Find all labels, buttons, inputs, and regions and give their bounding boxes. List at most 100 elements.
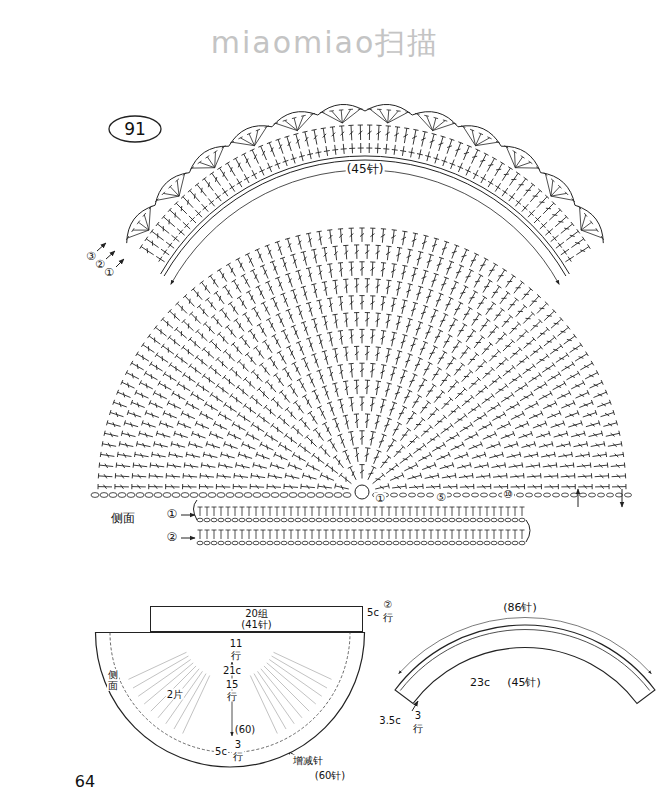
chain-stitch: [267, 541, 273, 545]
stitch-symbol: [206, 441, 220, 448]
stitch-symbol: [513, 530, 518, 539]
stitch-symbol: [104, 431, 118, 437]
stitch-symbol: [481, 174, 486, 183]
stitch-symbol: [288, 462, 302, 469]
stitch-symbol: [487, 157, 497, 171]
chain-stitch: [365, 518, 371, 522]
chain-stitch: [163, 493, 171, 498]
stitch-symbol: [200, 411, 214, 419]
chart-label: ①: [103, 267, 115, 279]
stitch-symbol: [480, 258, 489, 272]
stitch-symbol: [113, 400, 127, 407]
stitch-symbol: [195, 210, 202, 217]
stitch-symbol: [457, 507, 462, 516]
hatch-line: [133, 656, 188, 688]
chart-label: 64: [74, 773, 96, 791]
stitch-symbol: [293, 133, 299, 148]
stitch-symbol: [558, 452, 572, 458]
stitch-symbol: [221, 452, 235, 459]
stitch-symbol: [597, 400, 611, 407]
stitch-symbol: [303, 530, 308, 539]
stitch-symbol: [436, 530, 441, 539]
hatch-line: [158, 669, 199, 718]
stitch-symbol: [405, 354, 412, 368]
stitch-symbol: [203, 452, 217, 458]
stitch-symbol: [271, 423, 284, 433]
stitch-symbol: [601, 410, 615, 417]
stitch-symbol: [296, 270, 302, 284]
stitch-symbol: [107, 420, 121, 427]
chain-stitch: [512, 541, 518, 545]
stitch-symbol: [327, 402, 334, 416]
stitch-symbol: [216, 484, 230, 489]
stitch-symbol: [436, 507, 441, 516]
stitch-symbol: [278, 442, 291, 451]
stitch-symbol: [239, 335, 250, 348]
stitch-symbol: [381, 229, 386, 243]
stitch-symbol: [407, 249, 413, 263]
stitch-symbol: [254, 507, 259, 516]
stitch-symbol: [167, 401, 181, 409]
stitch-symbol: [285, 473, 299, 479]
stitch-symbol: [266, 318, 275, 332]
chain-stitch: [281, 541, 287, 545]
stitch-symbol: [102, 441, 116, 447]
stitch-symbol: [561, 473, 575, 478]
stitch-symbol: [585, 370, 599, 379]
stitch-symbol: [560, 463, 574, 468]
stitch-symbol: [317, 300, 323, 314]
chain-stitch: [391, 493, 398, 497]
chart-label: 行: [382, 612, 394, 623]
stitch-symbol: [379, 434, 386, 448]
stitch-symbol: [547, 411, 561, 419]
chain-stitch: [456, 518, 462, 522]
stitch-symbol: [162, 192, 179, 196]
chain-stitch: [481, 493, 488, 497]
stitch-symbol: [245, 253, 253, 267]
stitch-symbol: [190, 167, 215, 170]
stitch-symbol: [499, 507, 504, 516]
stitch-symbol: [506, 530, 511, 539]
stitch-symbol: [246, 291, 255, 304]
stitch-symbol: [496, 357, 508, 368]
stitch-symbol: [470, 129, 476, 146]
stitch-symbol: [322, 316, 328, 330]
node-text: 2片: [166, 689, 184, 700]
stitch-symbol: [172, 235, 180, 241]
chain-stitch: [337, 541, 343, 545]
stitch-symbol: [175, 327, 187, 338]
stitch-symbol: [317, 265, 323, 279]
stitch-symbol: [175, 354, 188, 364]
stitch-symbol: [348, 431, 354, 445]
stitch-symbol: [365, 104, 412, 115]
stitch-symbol: [245, 352, 256, 364]
chain-stitch: [302, 541, 308, 545]
stitch-symbol: [298, 443, 311, 453]
chain-stitch: [571, 493, 578, 497]
stitch-symbol: [322, 351, 328, 365]
chart-label: (45针): [506, 677, 542, 689]
stitch-symbol: [250, 395, 262, 406]
stitch-symbol: [306, 338, 313, 352]
stitch-symbol: [458, 163, 464, 172]
stitch-symbol: [565, 256, 573, 261]
chain-stitch: [239, 541, 245, 545]
stitch-symbol: [254, 530, 259, 539]
stitch-symbol: [370, 296, 375, 310]
stitch-symbol: [213, 421, 227, 429]
stitch-symbol: [578, 484, 592, 489]
stitch-symbol: [292, 452, 306, 461]
stitch-symbol: [252, 307, 261, 320]
stitch-symbol: [388, 112, 410, 123]
stitch-symbol: [199, 484, 213, 489]
stitch-symbol: [612, 484, 626, 489]
stitch-symbol: [520, 507, 525, 516]
stitch-symbol: [536, 354, 549, 364]
stitch-symbol: [376, 245, 381, 259]
chain-stitch: [330, 518, 336, 522]
stitch-symbol: [425, 325, 433, 339]
stitch-symbol: [274, 123, 298, 131]
chain-stitch: [463, 493, 470, 497]
stitch-symbol: [265, 281, 273, 295]
stitch-symbol: [443, 334, 452, 347]
